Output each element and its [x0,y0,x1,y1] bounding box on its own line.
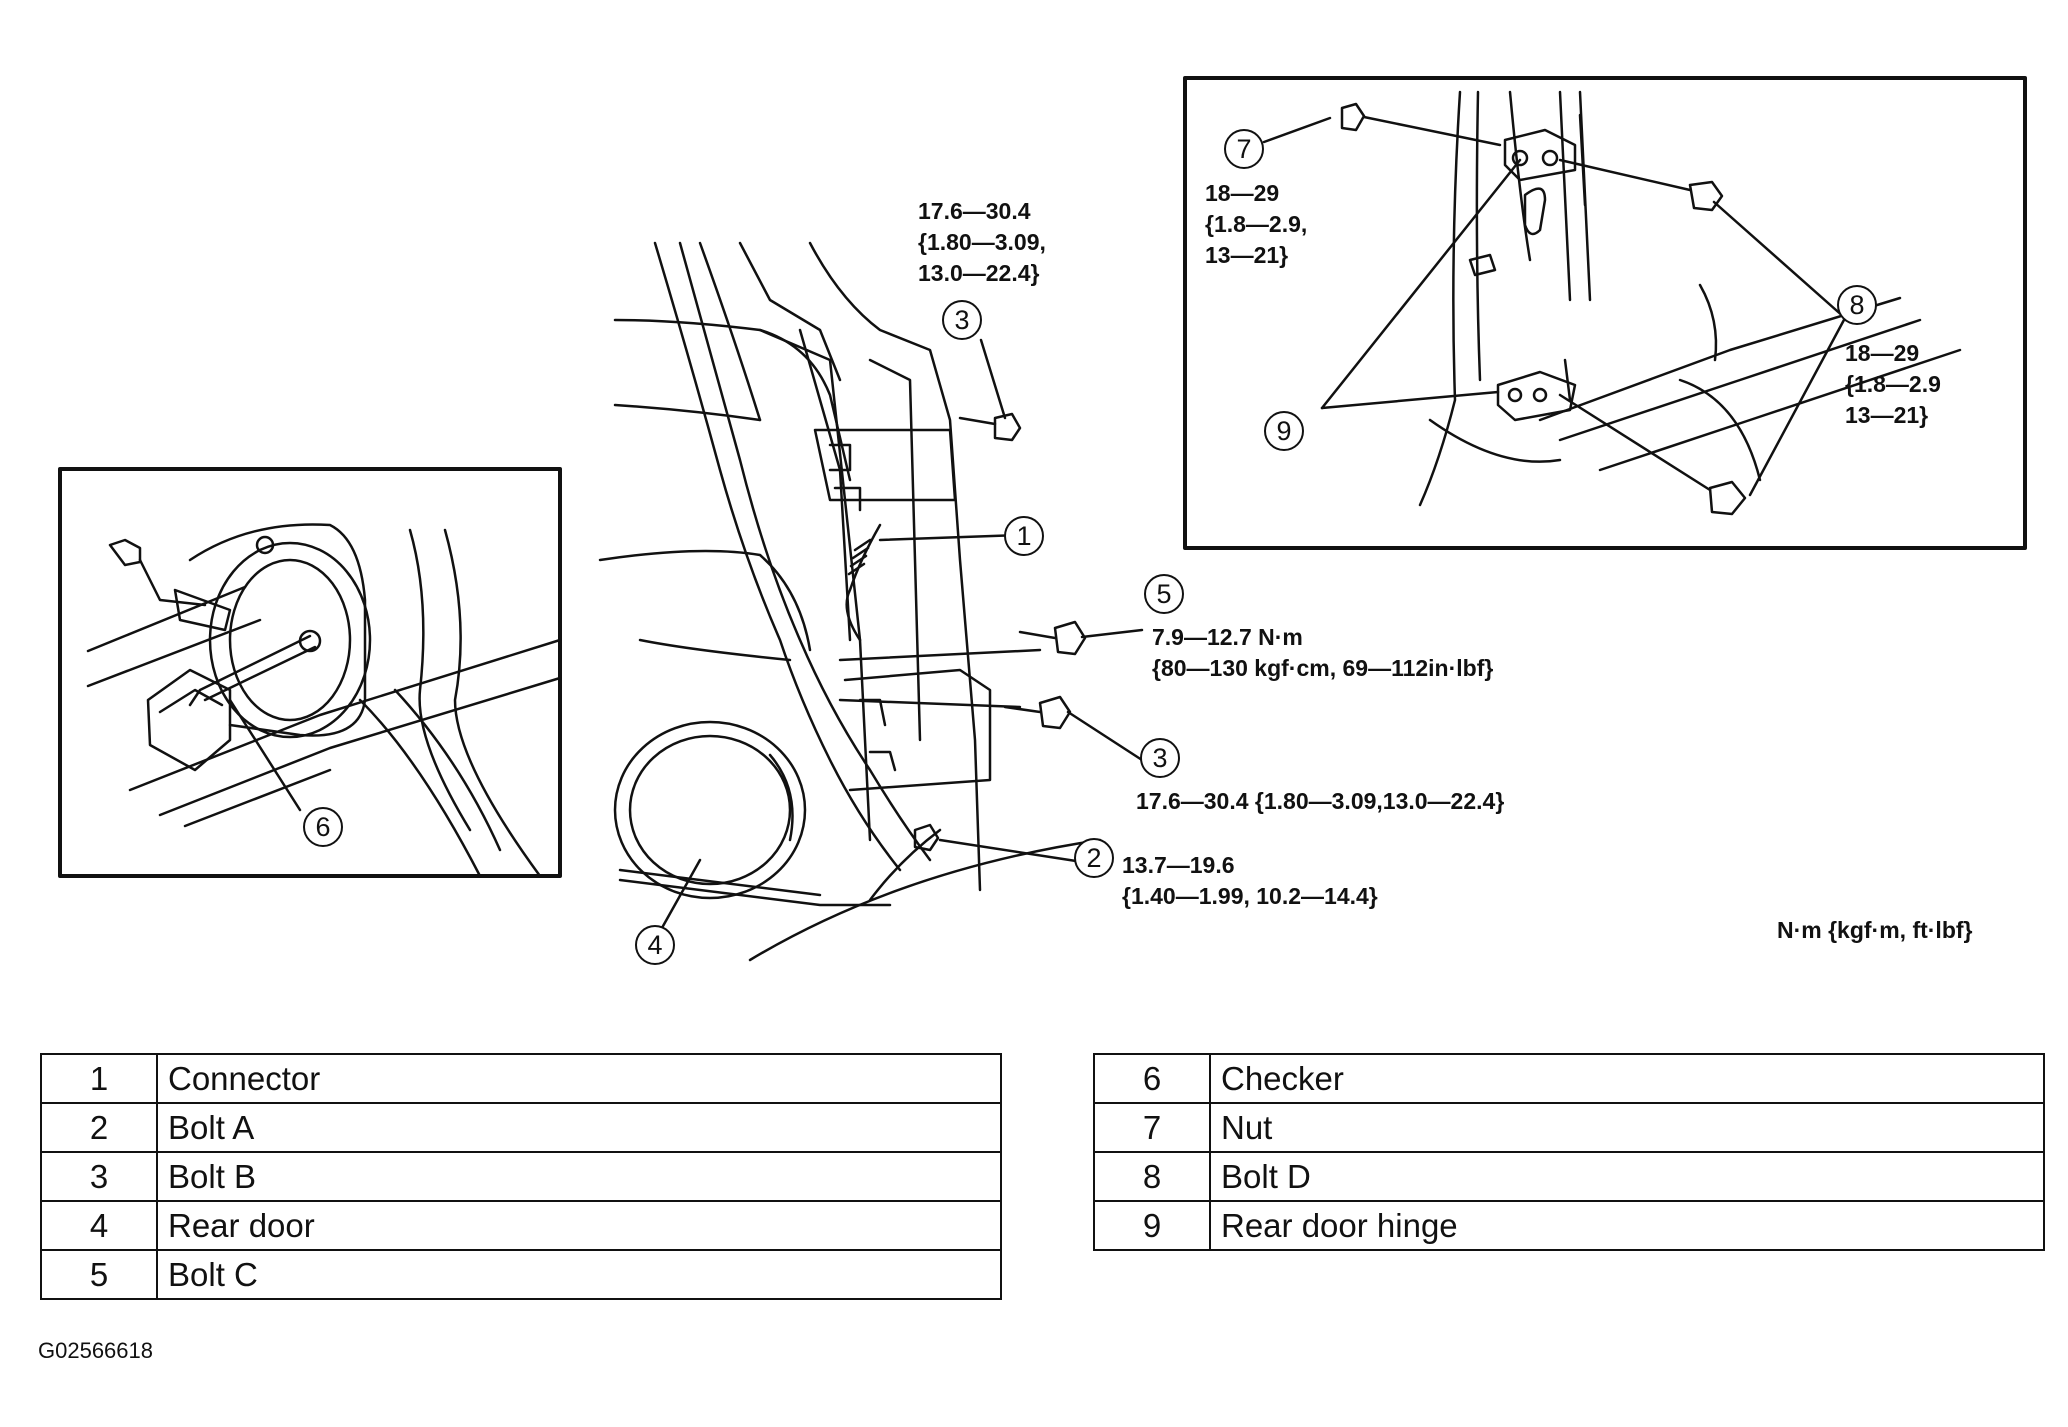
rear-door-assembly [598,241,1144,962]
spec-bolt-c: 7.9—12.7 N·m{80—130 kgf·cm, 69—112in·lbf… [1152,624,1494,681]
part-name: Rear door hinge [1209,1200,2045,1251]
spec-bolt-b-top: 17.6—30.4{1.80—3.09,13.0—22.4} [918,198,1046,286]
part-number: 2 [40,1102,158,1153]
hinge-inset [1183,76,2027,550]
spec-nut: 18—29{1.8—2.9,13—21} [1205,180,1308,268]
part-number: 1 [40,1053,158,1104]
part-number: 6 [1093,1053,1211,1104]
part-number: 9 [1093,1200,1211,1251]
callout-3-lower: 3 [1140,738,1180,778]
part-name: Connector [156,1053,1002,1104]
callout-7: 7 [1224,129,1264,169]
part-number: 4 [40,1200,158,1251]
figure-code: G02566618 [38,1338,153,1363]
torque-unit-label: N·m {kgf·m, ft·lbf} [1777,917,1973,943]
spec-bolt-a: 13.7—19.6{1.40—1.99, 10.2—14.4} [1122,852,1378,909]
callout-6: 6 [303,807,343,847]
callout-1: 1 [1004,516,1044,556]
part-number: 3 [40,1151,158,1202]
callout-5: 5 [1144,574,1184,614]
part-number: 5 [40,1249,158,1300]
callout-3-top: 3 [942,300,982,340]
part-number: 8 [1093,1151,1211,1202]
callout-8: 8 [1837,285,1877,325]
part-name: Bolt D [1209,1151,2045,1202]
part-name: Bolt A [156,1102,1002,1153]
callout-2: 2 [1074,838,1114,878]
part-name: Bolt C [156,1249,1002,1300]
part-number: 7 [1093,1102,1211,1153]
callout-4: 4 [635,925,675,965]
part-name: Rear door [156,1200,1002,1251]
callout-9: 9 [1264,411,1304,451]
checker-inset [58,467,562,878]
spec-bolt-b-lower: 17.6—30.4 {1.80—3.09,13.0—22.4} [1136,788,1505,814]
part-name: Bolt B [156,1151,1002,1202]
part-name: Checker [1209,1053,2045,1104]
part-name: Nut [1209,1102,2045,1153]
